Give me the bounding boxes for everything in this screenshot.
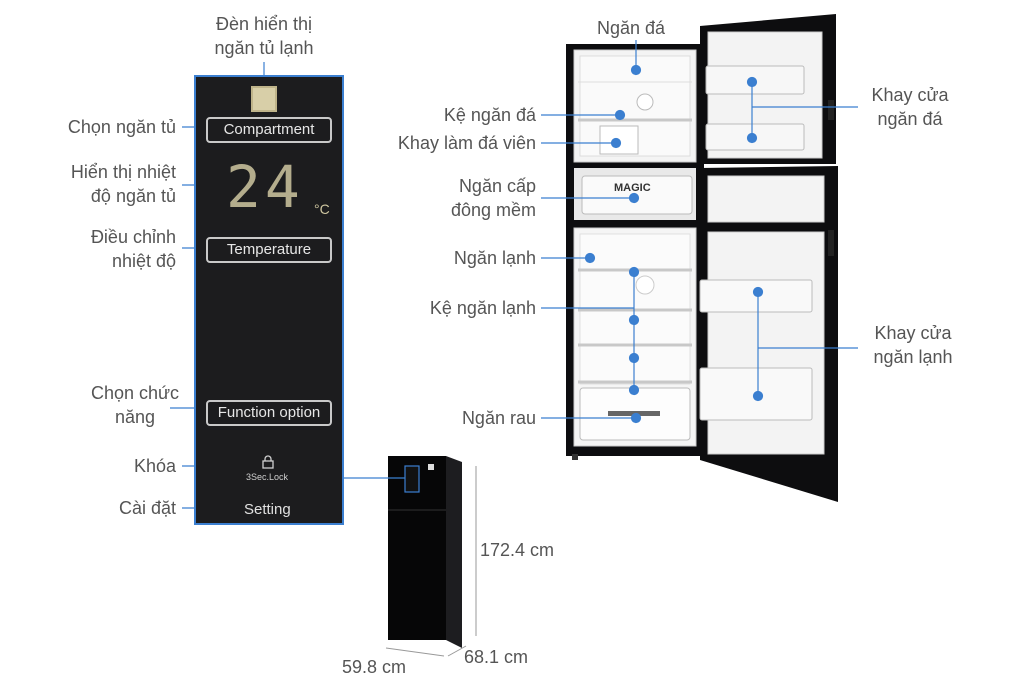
label-adjust-temp: Điều chỉnh nhiệt độ	[90, 227, 176, 271]
temperature-button[interactable]: Temperature	[206, 237, 332, 263]
label-freezer-shelf: Kệ ngăn đá	[443, 105, 536, 125]
dimension-depth: 68.1 cm	[464, 647, 529, 667]
label-setting: Cài đặt	[118, 498, 176, 518]
label-freezer-door-tray: Khay cửa ngăn đá	[871, 85, 949, 129]
magic-drawer-label: MAGIC	[614, 182, 651, 194]
label-fridge-shelf: Kệ ngăn lạnh	[429, 298, 536, 318]
label-fridge-door-tray: Khay cửa ngăn lạnh	[873, 323, 953, 367]
dimension-width: 59.8 cm	[342, 657, 407, 677]
temperature-unit: °C	[314, 201, 330, 217]
label-freezer: Ngăn đá	[596, 18, 666, 38]
label-indicator-light: Đèn hiển thị ngăn tủ lạnh	[214, 14, 314, 58]
lock-icon[interactable]	[261, 455, 275, 469]
fridge-leader-lines	[541, 40, 858, 424]
label-ice-tray: Khay làm đá viên	[397, 133, 536, 153]
temperature-display: 24	[226, 153, 304, 221]
compartment-button[interactable]: Compartment	[206, 117, 332, 143]
lock-text: 3Sec.Lock	[246, 472, 289, 482]
dimension-height: 172.4 cm	[480, 540, 555, 560]
function-option-button[interactable]: Function option	[206, 400, 332, 426]
open-fridge	[566, 14, 838, 502]
label-lock: Khóa	[133, 456, 176, 476]
label-select-function: Chọn chức năng	[90, 383, 180, 427]
label-vegetable: Ngăn rau	[461, 408, 536, 428]
indicator-light	[251, 86, 277, 112]
label-fridge: Ngăn lạnh	[453, 248, 536, 268]
setting-button[interactable]: Setting	[244, 501, 291, 518]
label-select-compartment: Chọn ngăn tủ	[67, 117, 176, 137]
label-temp-display: Hiển thị nhiệt độ ngăn tủ	[70, 162, 176, 206]
label-soft-freeze: Ngăn cấp đông mềm	[450, 176, 536, 220]
closed-fridge	[343, 456, 477, 657]
control-panel: Compartment 24 °C Temperature Function o…	[194, 75, 344, 525]
